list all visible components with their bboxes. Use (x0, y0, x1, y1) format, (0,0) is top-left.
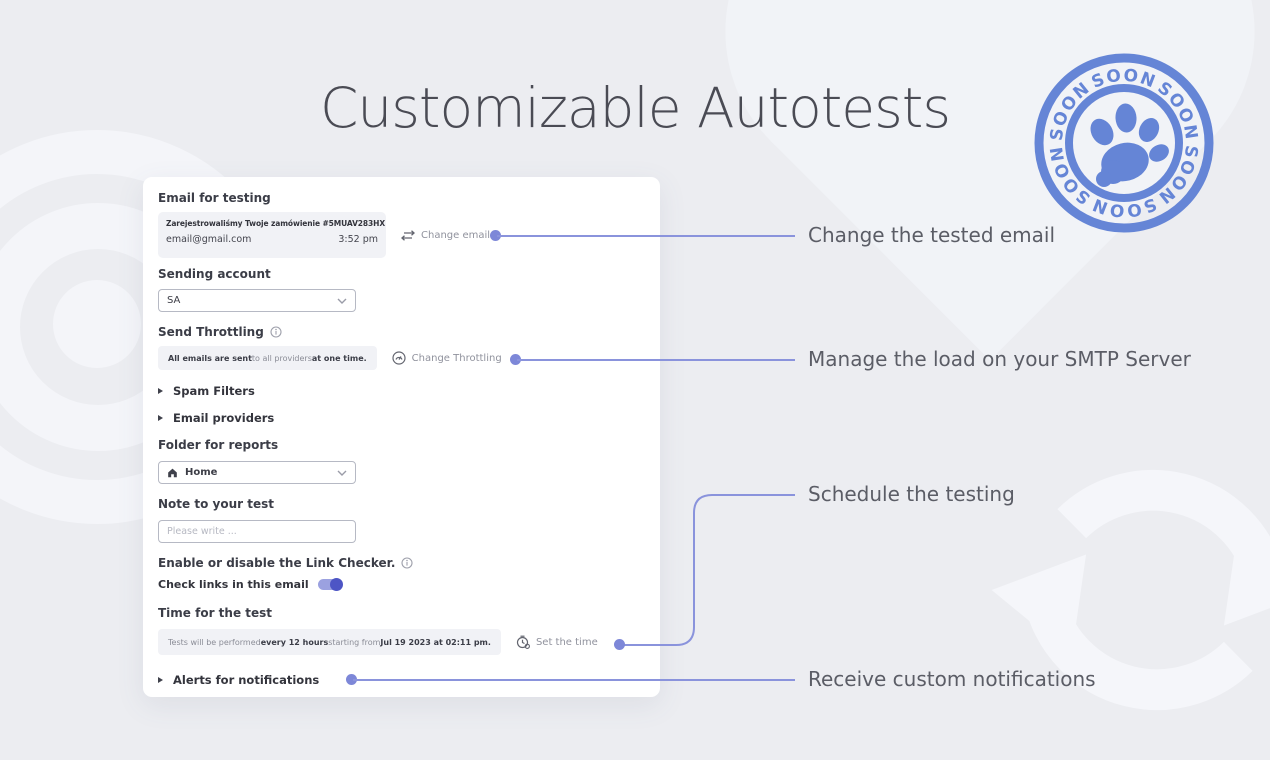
sending-account-label: Sending account (158, 267, 271, 281)
set-time-label: Set the time (535, 636, 598, 648)
sending-account-select[interactable]: SA (158, 289, 356, 312)
caret-right-icon (158, 388, 163, 394)
connector-dot (614, 639, 625, 650)
stamp-outer-ring (1034, 53, 1214, 233)
time-for-test-label: Time for the test (158, 606, 273, 620)
swap-arrows-icon (401, 229, 415, 241)
change-email-label: Change email (421, 229, 491, 241)
link-checker-label: Enable or disable the Link Checker. (158, 556, 413, 570)
info-circle-icon[interactable] (401, 557, 413, 569)
change-email-button[interactable]: Change email (401, 230, 490, 241)
stamp-inner-ring (1065, 84, 1183, 202)
throttling-summary-pill: All emails are sent to all providers at … (158, 346, 377, 370)
clock-settings-icon (516, 635, 530, 649)
email-time: 3:52 pm (338, 234, 378, 245)
send-throttling-label: Send Throttling (158, 325, 282, 339)
home-icon (167, 467, 178, 478)
check-links-label: Check links in this email (158, 578, 309, 591)
note-label: Note to your test (158, 497, 274, 511)
change-throttling-button[interactable]: Change Throttling (392, 351, 502, 365)
chevron-down-icon (337, 298, 347, 304)
change-throttling-label: Change Throttling (411, 352, 502, 364)
spam-filters-accordion[interactable]: Spam Filters (158, 383, 255, 399)
annotation-notifications: Receive custom notifications (808, 667, 1096, 691)
link-checker-toggle[interactable] (317, 578, 343, 591)
connector-dot (510, 354, 521, 365)
email-subject: Zarejestrowaliśmy Twoje zamówienie #5MUA… (166, 219, 386, 228)
folder-value: Home (185, 467, 218, 478)
folder-for-reports-label: Folder for reports (158, 438, 279, 452)
connector-dot (490, 230, 501, 241)
toggle-knob (329, 578, 343, 591)
connector-line (497, 235, 795, 237)
tested-email-card: Zarejestrowaliśmy Twoje zamówienie #5MUA… (158, 212, 386, 258)
connector-line (517, 359, 795, 361)
sending-account-value: SA (167, 295, 181, 306)
caret-right-icon (158, 415, 163, 421)
connector-dot (346, 674, 357, 685)
email-for-testing-label: Email for testing (158, 191, 271, 205)
email-providers-accordion[interactable]: Email providers (158, 410, 274, 426)
paw-icon (1090, 103, 1169, 187)
annotation-schedule: Schedule the testing (808, 482, 1015, 506)
refresh-arrows-watermark (991, 469, 1270, 711)
note-input[interactable] (158, 520, 356, 543)
test-schedule-pill: Tests will be performed every 12 hours s… (158, 629, 501, 655)
gauge-icon (392, 351, 406, 365)
info-circle-icon[interactable] (270, 326, 282, 338)
email-address: email@gmail.com (166, 234, 252, 245)
caret-right-icon (158, 677, 163, 683)
chevron-down-icon (337, 470, 347, 476)
soon-stamp-badge: SOON SOON SOON SOON SOON SOON (1034, 53, 1214, 233)
annotation-change-email: Change the tested email (808, 223, 1056, 247)
alerts-accordion[interactable]: Alerts for notifications (158, 672, 319, 688)
autotest-settings-card: Email for testing Zarejestrowaliśmy Twoj… (143, 177, 660, 697)
annotation-throttling: Manage the load on your SMTP Server (808, 347, 1191, 371)
page-title: Customizable Autotests (319, 76, 951, 140)
bullseye-watermark-center (53, 280, 141, 368)
connector-line (353, 679, 795, 681)
set-time-button[interactable]: Set the time (516, 635, 598, 649)
folder-select[interactable]: Home (158, 461, 356, 484)
